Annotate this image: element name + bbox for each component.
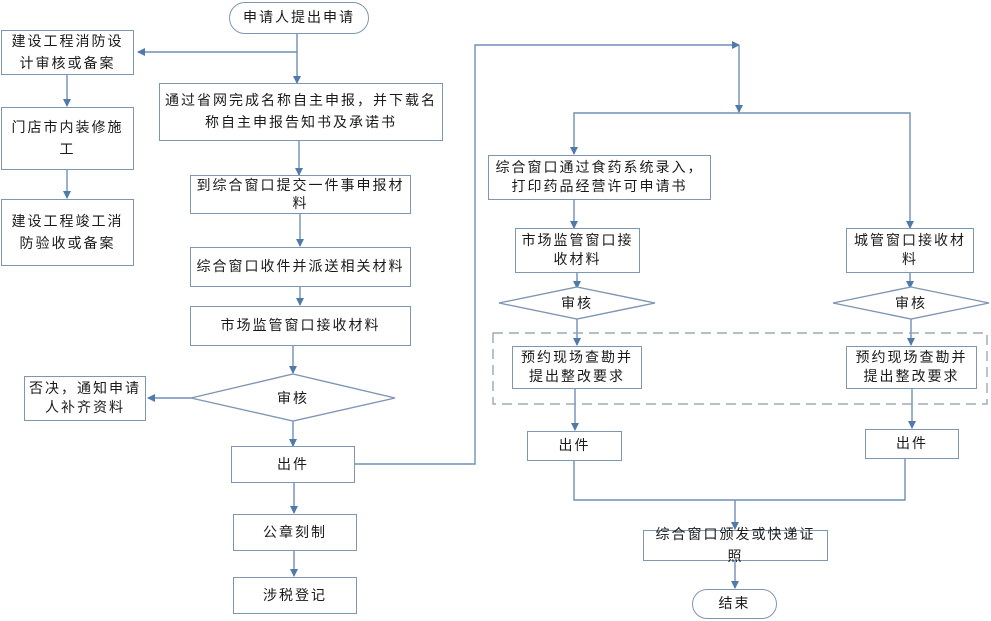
end-terminal: 结束 <box>692 589 777 619</box>
review-urban-label: 审核 <box>895 296 927 312</box>
edge-issues-merge <box>573 458 906 501</box>
review-market-label: 审核 <box>561 296 593 312</box>
inspect-urban-box: 预约现场查勘并提出整改要求 <box>846 346 977 389</box>
market-window-box: 市场监管窗口接收材料 <box>515 228 640 273</box>
receive-dispatch-box: 综合窗口收件并派送相关材料 <box>190 247 411 287</box>
fire-acceptance-box: 建设工程竣工消防验收或备案 <box>1 199 134 266</box>
review-main-label: 审核 <box>277 391 309 407</box>
inspect-market-box: 预约现场查勘并提出整改要求 <box>512 346 642 389</box>
submit-materials-box: 到综合窗口提交一件事申报材料 <box>190 175 411 214</box>
review-diamond-urban <box>832 286 990 320</box>
market-receive-box: 市场监管窗口接收材料 <box>190 306 411 346</box>
urban-window-box: 城管窗口接收材料 <box>846 228 974 273</box>
deliver-box: 综合窗口颁发或快递证照 <box>643 527 828 565</box>
tax-box: 涉税登记 <box>233 577 357 614</box>
issue-market-box: 出件 <box>527 431 622 461</box>
start-terminal: 申请人提出申请 <box>229 2 369 34</box>
seal-box: 公章刻制 <box>233 514 357 551</box>
edge-split-right <box>739 112 914 229</box>
food-drug-entry-box: 综合窗口通过食药系统录入，打印药品经营许可申请书 <box>488 155 711 200</box>
review-diamond-main <box>190 373 396 422</box>
fire-design-box: 建设工程消防设计审核或备案 <box>1 30 134 75</box>
edge-split-left <box>570 112 739 155</box>
name-declare-box: 通过省网完成名称自主申报，并下载名称自主申报告知书及承诺书 <box>159 83 443 141</box>
issue-main-box: 出件 <box>231 446 355 483</box>
reject-box: 否决，通知申请人补齐资料 <box>24 376 146 421</box>
inspection-group-frame <box>492 332 988 405</box>
review-diamond-market <box>498 286 656 320</box>
renovation-box: 门店市内装修施工 <box>1 107 134 170</box>
edge-issue-to-right-branch <box>355 41 740 465</box>
issue-urban-box: 出件 <box>865 429 959 459</box>
